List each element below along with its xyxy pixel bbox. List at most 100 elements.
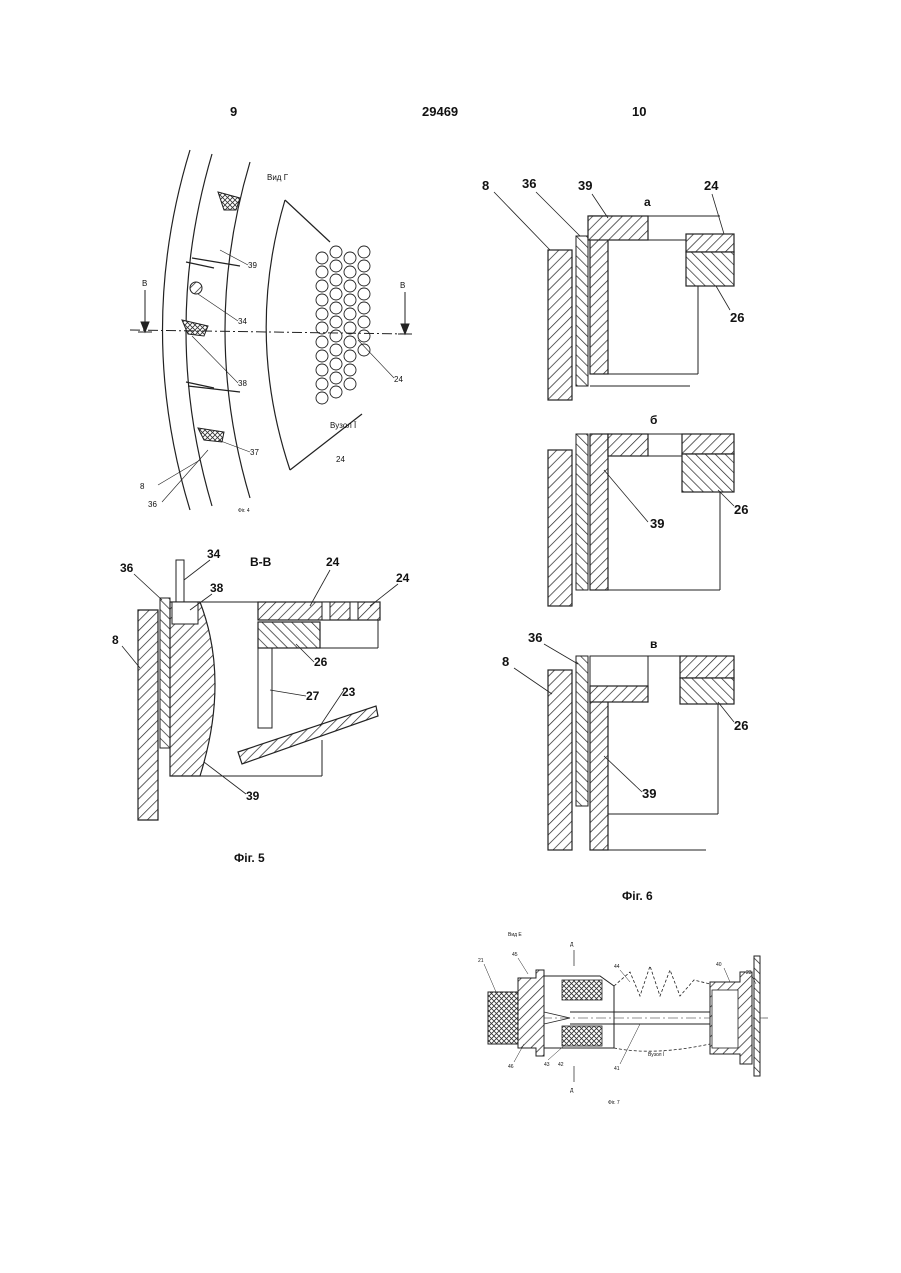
page-number-right: 10 [632,104,646,119]
label-8: 8 [502,654,509,669]
label-36: 36 [522,176,536,191]
plate-36 [576,434,588,590]
wall-23 [754,956,760,1076]
section-title: В-В [250,555,272,569]
label-24-bottom: 24 [336,455,345,464]
fig6-caption: Фіг. 6 [622,889,653,903]
label-39: 39 [246,789,260,803]
label-44: 44 [614,964,620,970]
label-21: 21 [478,958,484,964]
label-45: 45 [512,952,518,958]
label-24: 24 [704,178,719,193]
tube [344,322,356,334]
node-label: Вузол Ī [648,1051,665,1058]
fig6-view-c: в 36 8 39 26 [502,630,748,850]
tube [316,280,328,292]
tube [344,350,356,362]
figure-6: а 8 36 39 24 26 б [480,170,780,910]
tube [344,294,356,306]
label-8: 8 [140,482,145,491]
tube [316,322,328,334]
patent-number: 29469 [422,104,458,119]
label-26: 26 [734,502,748,517]
label-42: 42 [558,1062,564,1068]
view-letter-b: б [650,413,657,427]
tube [344,336,356,348]
tube [330,386,342,398]
fig4-caption: Фіг. 4 [238,508,250,514]
bar-26 [680,678,734,704]
key-38 [172,602,198,624]
fitting-45 [518,970,544,1056]
tube [344,266,356,278]
bar-26 [686,252,734,286]
segment-39 [170,602,215,776]
bar-26 [682,454,734,492]
tube [358,260,370,272]
tube [316,266,328,278]
tube [330,358,342,370]
label-36: 36 [528,630,542,645]
label-26: 26 [730,310,744,325]
label-46: 46 [508,1064,514,1070]
tube [358,316,370,328]
wall-8 [548,250,572,400]
tube [358,288,370,300]
label-38: 38 [238,379,247,388]
tube [330,274,342,286]
tube [358,330,370,342]
section-mark-right: В [400,281,405,290]
section-mark-bottom: Д [570,1088,574,1094]
tube [358,302,370,314]
ring-42 [562,1026,602,1046]
plate-23 [238,706,378,764]
plate-24 [680,656,734,678]
dovetail-insert [218,192,240,210]
tube [330,260,342,272]
wall-8 [548,450,572,606]
fig6-view-b: б 39 26 [548,413,748,606]
tube [316,252,328,264]
label-39: 39 [650,516,664,531]
view-letter-c: в [650,637,657,651]
tube-bundle [316,246,370,404]
page-number-left: 9 [230,104,237,119]
tube [330,316,342,328]
label-41: 41 [614,1066,620,1072]
tube [344,252,356,264]
plate-36 [160,598,170,748]
tube [330,288,342,300]
view-label: Вид Г [267,173,289,182]
label-36: 36 [148,500,157,509]
plate-36 [576,656,588,806]
tube [344,280,356,292]
tube [358,274,370,286]
label-37: 37 [250,448,259,457]
label-40: 40 [716,962,722,968]
fig7-caption: Фіг. 7 [608,1100,620,1106]
section-mark-left: В [142,279,147,288]
label-43: 43 [544,1062,550,1068]
label-34: 34 [207,547,221,561]
plate-24 [258,602,380,620]
tube [316,294,328,306]
segment-39 [590,690,608,850]
tube [316,336,328,348]
figure-7: Вид Е Д Д 21 45 44 40 23 46 43 42 41 Вуз… [474,926,774,1110]
label-26: 26 [314,655,328,669]
tube [358,246,370,258]
pin-34 [190,282,202,294]
label-8: 8 [112,633,119,647]
label-39: 39 [578,178,592,193]
view-letter-a: а [644,195,651,209]
tube [344,378,356,390]
label-24-right: 24 [394,375,403,384]
wall-8 [548,670,572,850]
figure-5: В-В 34 36 38 8 24 24 26 27 23 39 [100,540,420,880]
tube [330,302,342,314]
fig5-caption: Фіг. 5 [234,851,265,865]
tube [358,344,370,356]
label-23: 23 [746,970,752,976]
fig6-view-a: а 8 36 39 24 26 [482,176,744,400]
label-39: 39 [248,261,257,270]
